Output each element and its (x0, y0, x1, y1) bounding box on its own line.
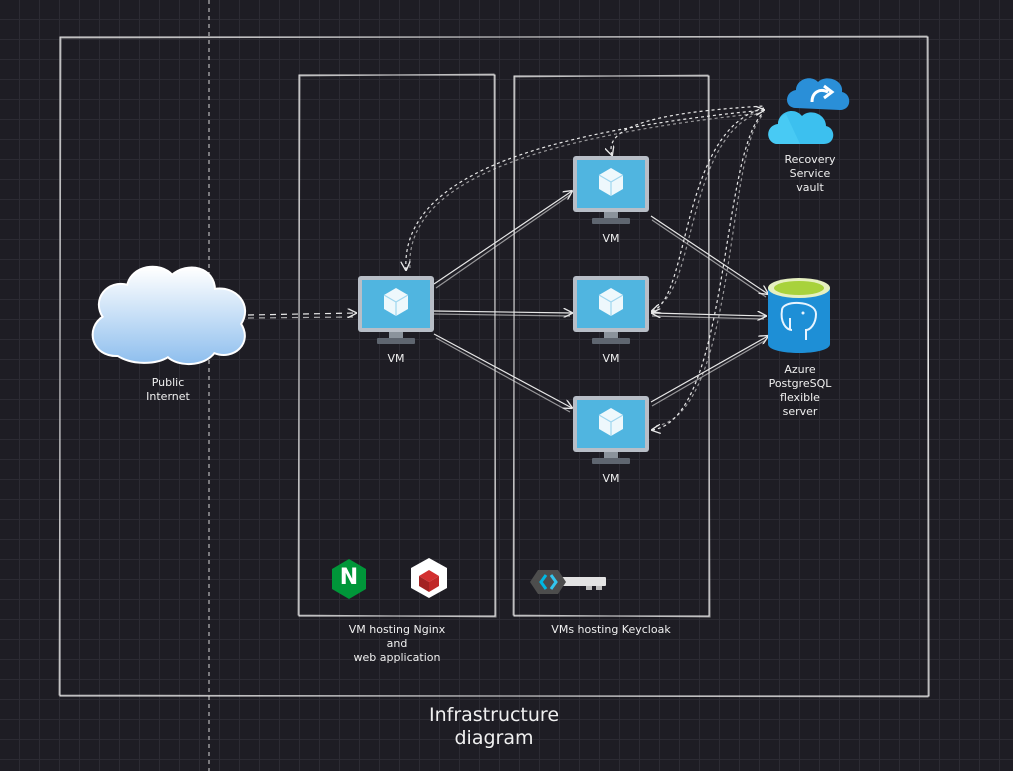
diagram-title: Infrastructure diagram (429, 704, 559, 750)
arrow-internet-to-vm (247, 313, 356, 315)
vm-keycloak-2-label: VM (602, 352, 620, 365)
nginx-group-label: VM hosting Nginx and web application (349, 623, 446, 665)
arrow-keycloak-3-to-postgres (650, 336, 768, 403)
vm-keycloak-3-icon (572, 395, 650, 465)
nginx-logo-letter: N (339, 565, 359, 590)
nginx-group-label-line1: VM hosting Nginx (348, 623, 446, 636)
vm-keycloak-3-label: VM (602, 472, 620, 485)
arrow-backup-keycloak-1 (611, 105, 765, 155)
postgres-label-line3: flexible (780, 391, 820, 404)
vm-nginx-icon (357, 275, 435, 345)
arrow-vm-to-keycloak-2 (433, 311, 572, 313)
recovery-vault-label-line1: Recovery (784, 153, 836, 166)
recovery-vault-label-line2: Service (789, 167, 831, 180)
internet-label-line1: Public (151, 376, 185, 389)
vm-keycloak-1-icon (572, 155, 650, 225)
nginx-group-label-line2: and (386, 637, 408, 650)
keycloak-group-box (512, 74, 711, 618)
arrow-backup-nginx-vm (406, 110, 764, 270)
nginx-group-label-line3: web application (353, 651, 441, 664)
postgres-label: Azure PostgreSQL flexible server (769, 363, 832, 419)
postgres-label-line2: PostgreSQL (768, 377, 832, 390)
arrow-backup-keycloak-3 (652, 111, 765, 430)
web-app-cube-icon (411, 558, 447, 598)
nginx-logo-icon (332, 559, 366, 599)
postgres-icon (768, 278, 830, 353)
diagram-title-line2: diagram (454, 727, 534, 749)
diagram-title-line1: Infrastructure (428, 704, 560, 726)
vm-nginx-label: VM (387, 352, 405, 365)
postgres-label-line1: Azure (784, 363, 816, 376)
arrow-keycloak-2-to-postgres (652, 313, 766, 316)
recovery-vault-icon (768, 78, 850, 144)
infrastructure-frame (58, 35, 930, 698)
internet-label-line2: Internet (146, 390, 190, 403)
arrow-vm-to-keycloak-3 (433, 333, 572, 408)
internet-label: Public Internet (146, 376, 190, 404)
vm-keycloak-2-icon (572, 275, 650, 345)
recovery-vault-label-line3: vault (796, 181, 824, 194)
keycloak-group-label: VMs hosting Keycloak (551, 623, 671, 636)
vm-keycloak-1-label: VM (602, 232, 620, 245)
recovery-vault-label: Recovery Service vault (784, 153, 835, 195)
nginx-group-box (297, 73, 497, 618)
cloud-icon (91, 265, 247, 365)
arrow-vm-to-keycloak-1 (433, 191, 572, 285)
postgres-label-line4: server (782, 405, 818, 418)
keycloak-logo-icon (530, 570, 606, 594)
